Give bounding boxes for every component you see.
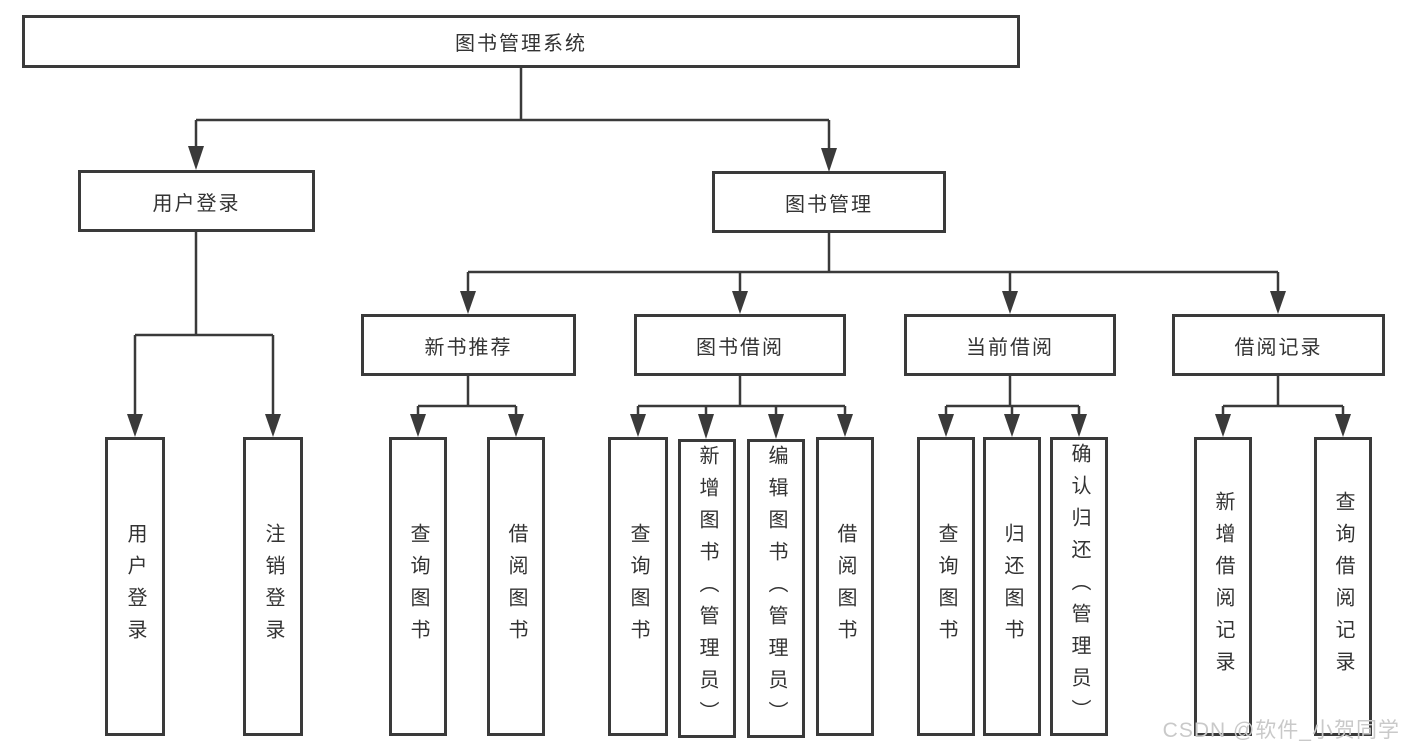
node-new-book-recommend-label: 新书推荐: [424, 336, 513, 359]
leaf-user-login-label: 用户登录: [124, 522, 146, 651]
leaf-nbr-query-books: 查询图书: [389, 437, 447, 736]
leaf-bb-query-books: 查询图书: [608, 437, 668, 736]
node-book-borrow-label: 图书借阅: [696, 336, 784, 359]
leaf-bb-add-books-admin: 新增图书（管理员）: [678, 439, 736, 738]
node-borrow-records-label: 借阅记录: [1234, 336, 1323, 359]
leaf-br-add-record-label: 新增借阅记录: [1212, 490, 1234, 683]
node-borrow-records: 借阅记录: [1172, 314, 1385, 376]
leaf-logout: 注销登录: [243, 437, 303, 736]
leaf-bb-borrow-books: 借阅图书: [816, 437, 874, 736]
leaf-nbr-borrow-books: 借阅图书: [487, 437, 545, 736]
leaf-bb-edit-books-admin: 编辑图书（管理员）: [747, 439, 805, 738]
node-new-book-recommend: 新书推荐: [361, 314, 576, 376]
leaf-bb-borrow-books-label: 借阅图书: [834, 522, 856, 651]
arrowheads: [127, 146, 1351, 439]
node-current-borrow-label: 当前借阅: [966, 336, 1054, 359]
leaf-bb-add-books-admin-label: 新增图书（管理员）: [696, 444, 718, 733]
node-user-login: 用户登录: [78, 170, 315, 232]
leaf-user-login: 用户登录: [105, 437, 165, 736]
leaf-cb-query-books: 查询图书: [917, 437, 975, 736]
leaf-cb-return-books: 归还图书: [983, 437, 1041, 736]
node-book-borrow: 图书借阅: [634, 314, 846, 376]
csdn-watermark: CSDN @软件_小贺同学: [1162, 719, 1400, 742]
node-current-borrow: 当前借阅: [904, 314, 1116, 376]
leaf-br-query-record: 查询借阅记录: [1314, 437, 1372, 736]
leaf-nbr-borrow-books-label: 借阅图书: [505, 522, 527, 651]
leaf-nbr-query-books-label: 查询图书: [407, 522, 429, 651]
leaf-cb-return-books-label: 归还图书: [1001, 522, 1023, 651]
leaf-logout-label: 注销登录: [262, 522, 284, 651]
leaf-cb-confirm-return-admin: 确认归还（管理员）: [1050, 437, 1108, 736]
leaf-br-add-record: 新增借阅记录: [1194, 437, 1252, 736]
leaf-cb-confirm-return-admin-label: 确认归还（管理员）: [1068, 442, 1090, 731]
leaf-bb-edit-books-admin-label: 编辑图书（管理员）: [765, 444, 787, 733]
leaf-br-query-record-label: 查询借阅记录: [1332, 490, 1354, 683]
node-root: 图书管理系统: [22, 15, 1020, 68]
leaf-bb-query-books-label: 查询图书: [627, 522, 649, 651]
node-user-login-label: 用户登录: [152, 192, 241, 215]
node-book-management: 图书管理: [712, 171, 946, 233]
node-book-management-label: 图书管理: [785, 193, 873, 216]
node-root-label: 图书管理系统: [455, 33, 587, 55]
leaf-cb-query-books-label: 查询图书: [935, 522, 957, 651]
